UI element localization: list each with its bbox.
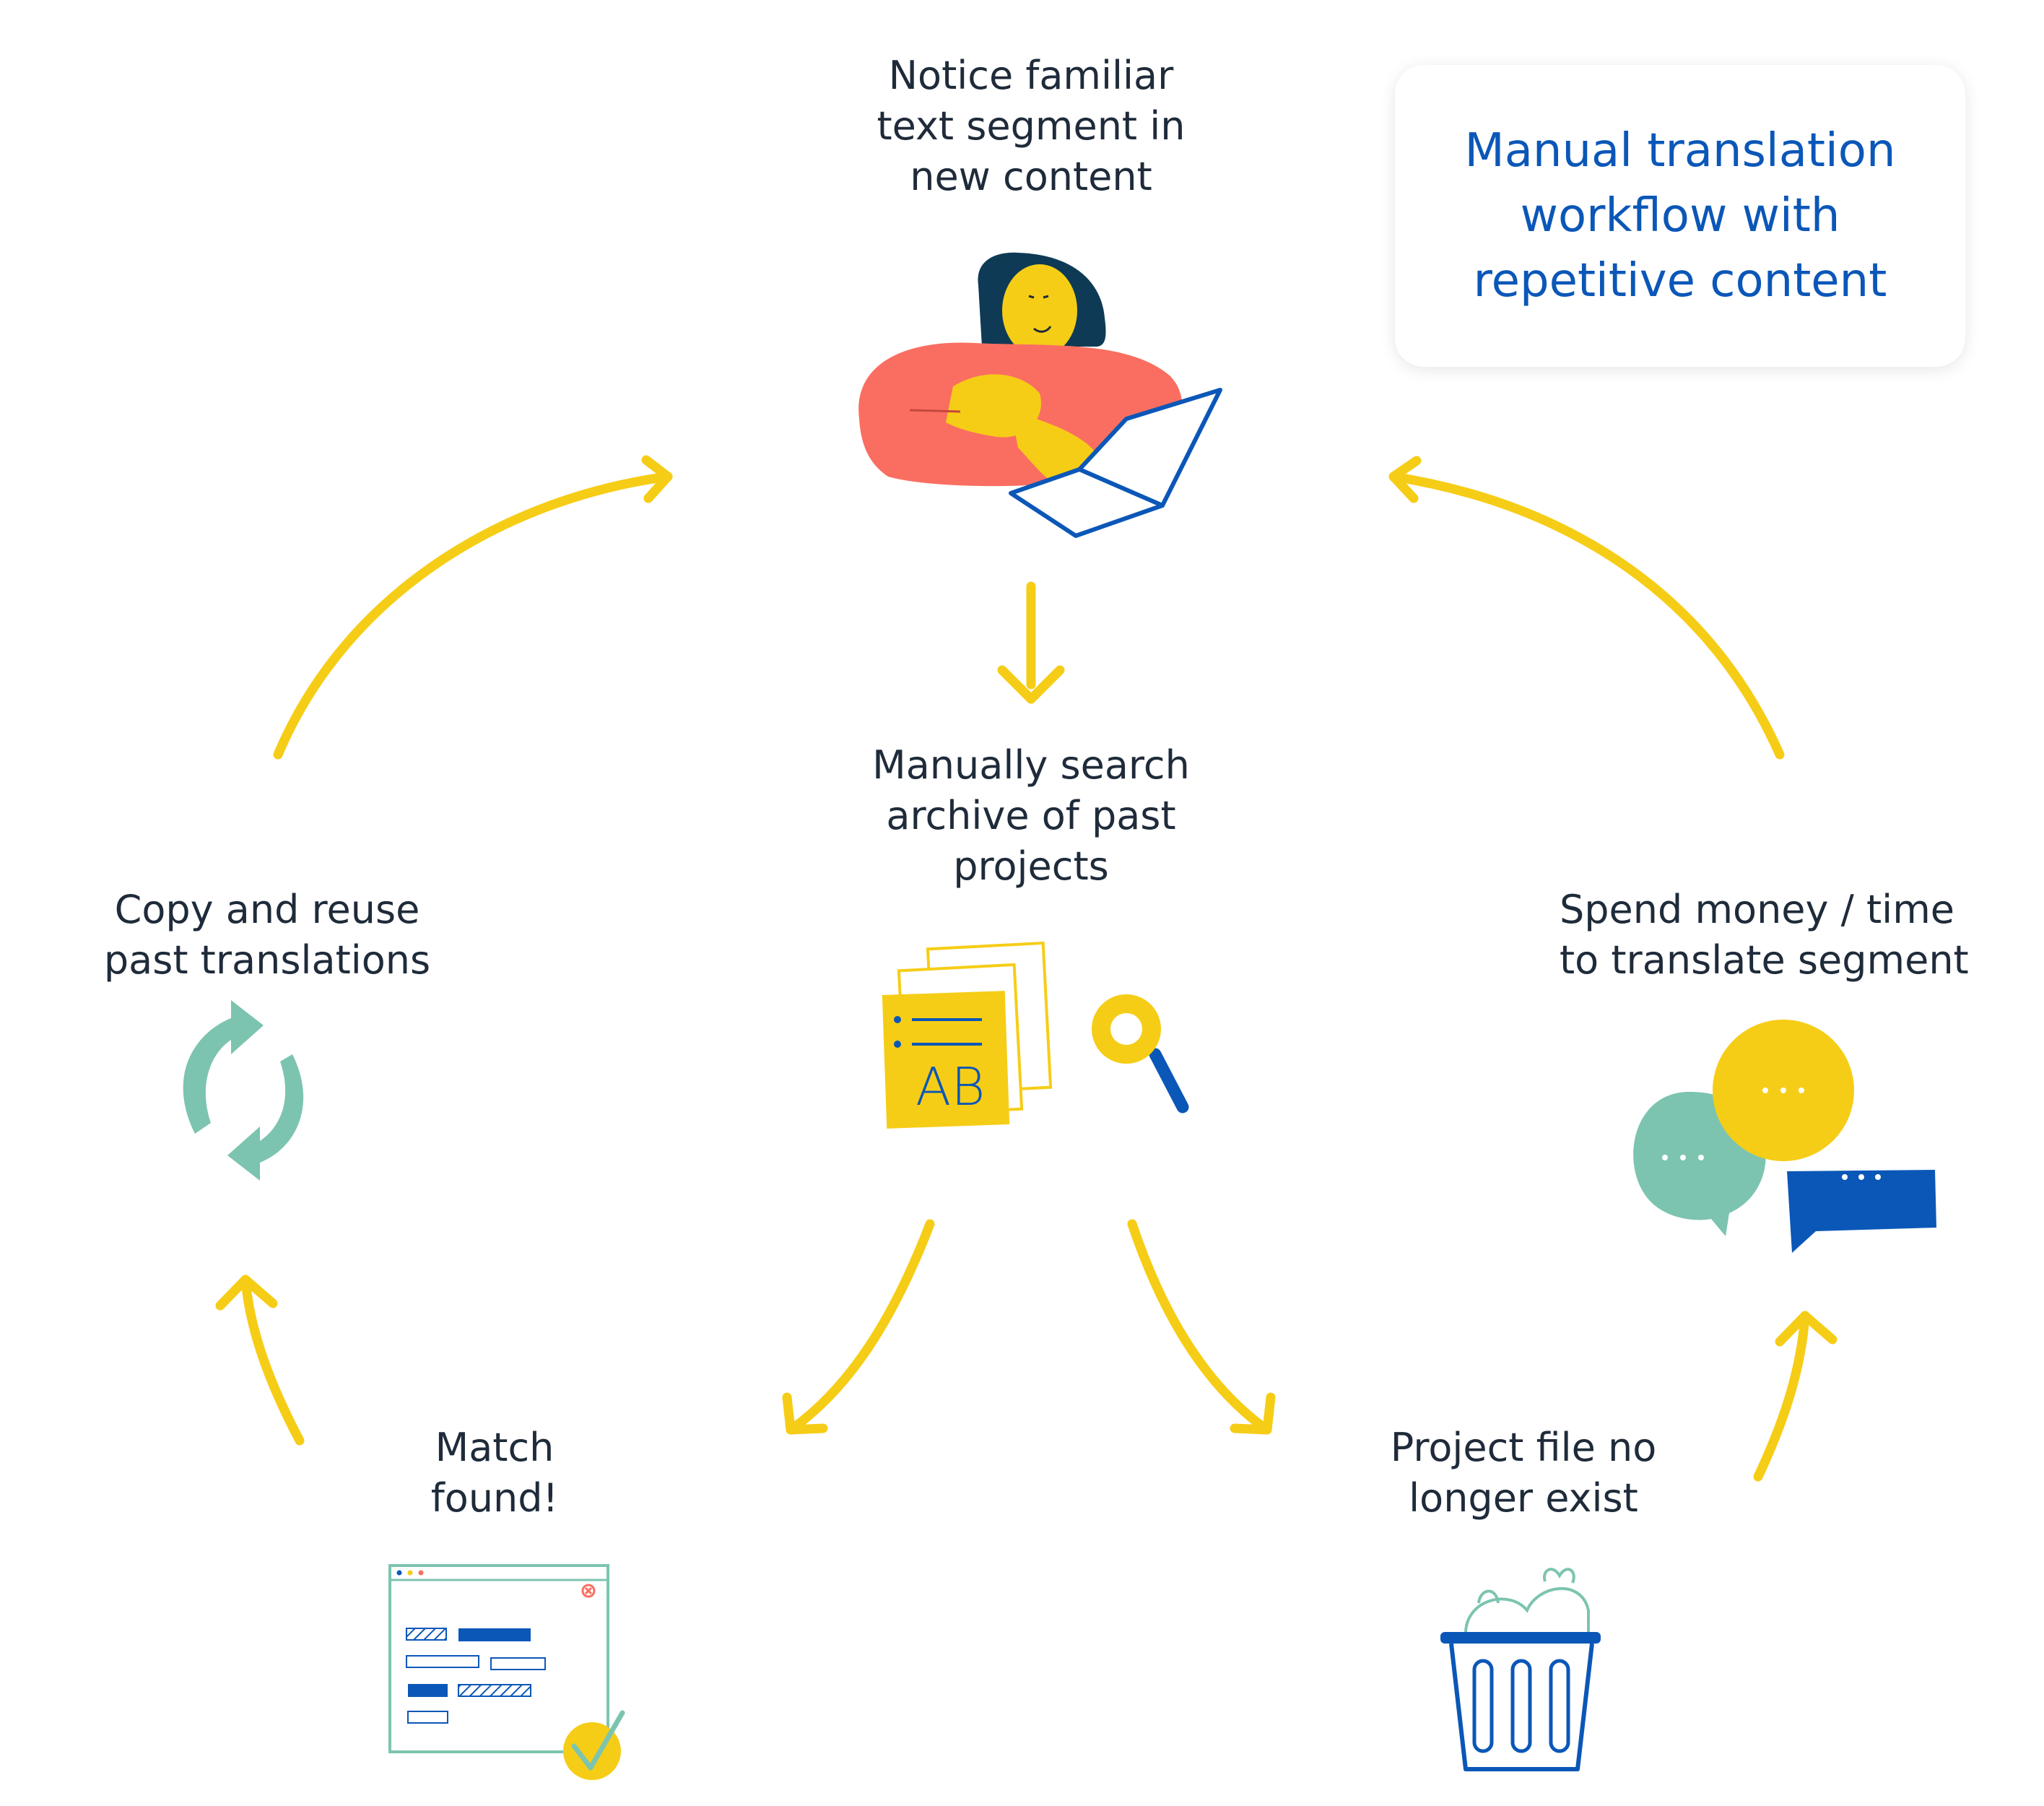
arrow-search-to-missing	[1127, 1219, 1276, 1435]
diagram-title: Manual translation workflow with repetit…	[1464, 124, 1896, 308]
step-notice-label: Notice familiar text segment in new cont…	[877, 53, 1186, 199]
refresh-arrows-icon	[183, 1000, 304, 1181]
arrow-center-down	[997, 581, 1065, 704]
person-with-laptop-icon	[858, 252, 1222, 538]
trash-bin-icon	[1440, 1568, 1601, 1771]
title-card: Manual translation workflow with repetit…	[1395, 65, 1965, 367]
doc-ab-text: AB	[916, 1056, 985, 1117]
arrow-missing-to-spend	[1753, 1311, 1838, 1482]
step-match-label: Match found!	[430, 1425, 559, 1521]
step-spend-label: Spend money / time to translate segment	[1560, 887, 1969, 983]
browser-window-check-icon	[388, 1564, 625, 1780]
speech-bubbles-icon	[1633, 1020, 1936, 1253]
arrow-search-to-match	[782, 1219, 935, 1435]
arrow-right-up	[1388, 456, 1785, 760]
arrow-left-up	[273, 455, 673, 760]
arrow-match-to-reuse	[215, 1275, 305, 1446]
step-reuse-label: Copy and reuse past translations	[103, 887, 431, 983]
step-missing-label: Project file no longer exist	[1390, 1425, 1657, 1521]
step-search-label: Manually search archive of past projects	[872, 742, 1190, 889]
documents-magnifier-icon: AB	[882, 941, 1189, 1129]
